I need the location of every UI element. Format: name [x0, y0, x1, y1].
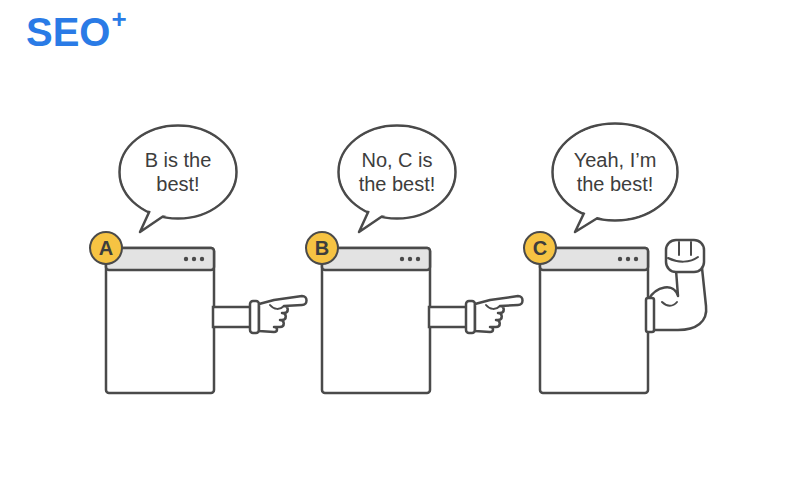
- badge-letter: B: [315, 238, 329, 258]
- fist: [666, 240, 704, 272]
- window-dot: [618, 257, 622, 261]
- cuff: [250, 301, 259, 333]
- thumb: [668, 257, 698, 262]
- thumb: [270, 305, 284, 309]
- speech-bubble: No, C is the best!: [337, 124, 457, 220]
- window-dot: [200, 257, 204, 261]
- muscle-line: [662, 302, 677, 306]
- bubble-ellipse: [339, 126, 456, 219]
- bubble-ellipse: [120, 126, 237, 219]
- window-dot: [416, 257, 420, 261]
- browser-window: [322, 248, 430, 393]
- window-badge: A: [89, 231, 123, 265]
- browser-window: [106, 248, 214, 393]
- finger-lines: [679, 242, 691, 255]
- speech-text: Yeah, I’m the best!: [565, 148, 665, 196]
- hand: [475, 296, 523, 332]
- arm: [213, 307, 251, 327]
- bubble-fill: [121, 127, 235, 217]
- arm: [429, 307, 467, 327]
- window-dot: [626, 257, 630, 261]
- window-dot: [192, 257, 196, 261]
- cuff: [646, 298, 654, 332]
- window-dot: [400, 257, 404, 261]
- bubble-fill: [340, 127, 454, 217]
- flexing-arm: [646, 240, 706, 332]
- badge-letter: A: [99, 238, 113, 258]
- bubble-outline: [118, 124, 238, 220]
- speech-text: B is the best!: [134, 148, 222, 196]
- window-dot: [184, 257, 188, 261]
- logo-text: SEO: [26, 12, 110, 52]
- bubble-outline: [551, 122, 679, 222]
- window-frame: [106, 248, 214, 393]
- browser-window: [540, 248, 648, 393]
- bubble-fill: [554, 125, 676, 219]
- pointing-hand: [429, 296, 523, 333]
- arm: [648, 268, 706, 330]
- thumb: [486, 305, 500, 309]
- window-dot: [408, 257, 412, 261]
- window-badge: C: [523, 231, 557, 265]
- cuff: [466, 301, 475, 333]
- speech-bubble: Yeah, I’m the best!: [551, 122, 679, 222]
- bubble-ellipse: [553, 124, 678, 221]
- logo-plus: +: [111, 6, 126, 32]
- speech-text: No, C is the best!: [353, 148, 441, 196]
- window-frame: [540, 248, 648, 393]
- pointing-hand: [213, 296, 307, 333]
- speech-bubble: B is the best!: [118, 124, 238, 220]
- window-badge: B: [305, 231, 339, 265]
- window-dot: [634, 257, 638, 261]
- window-frame: [322, 248, 430, 393]
- bubble-outline: [337, 124, 457, 220]
- badge-letter: C: [533, 238, 547, 258]
- hand: [259, 296, 307, 332]
